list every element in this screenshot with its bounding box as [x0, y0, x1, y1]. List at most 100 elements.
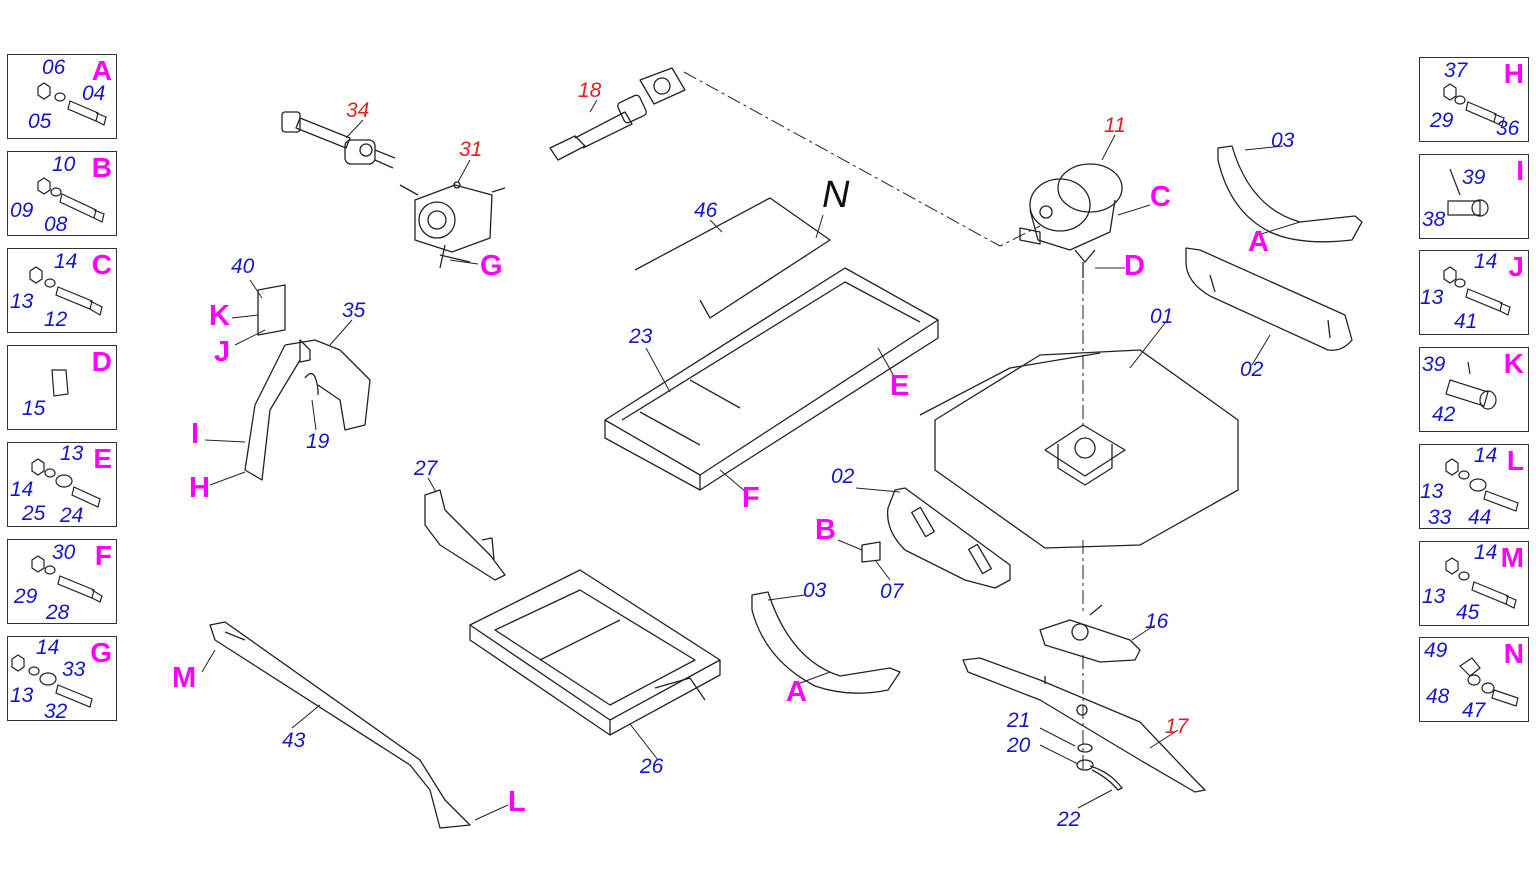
part-label: 14: [10, 478, 34, 501]
part-label: 39: [1462, 166, 1486, 189]
part-label-01: 01: [1150, 305, 1174, 328]
skid-03-lower: [751, 591, 901, 694]
part-label: 14: [1474, 250, 1498, 273]
callout-a: A: [1248, 226, 1269, 258]
part-label: 36: [1496, 117, 1520, 140]
callout-e: E: [890, 370, 910, 402]
part-label: 32: [44, 700, 68, 723]
part-label: 41: [1454, 310, 1478, 333]
legend-box-g: G 14 33 13 32: [7, 636, 117, 723]
legend-letter-a: A: [91, 55, 112, 86]
bar-43: [209, 621, 471, 829]
legend-box-j: J 14 13 41: [1419, 250, 1529, 335]
part-label: 38: [1422, 208, 1446, 231]
skid-03-right: [1217, 145, 1363, 243]
legend-box-m: M 14 13 45: [1419, 541, 1529, 626]
callout-b: B: [815, 514, 836, 546]
part-label-26: 26: [640, 755, 664, 778]
part-label: 13: [60, 442, 84, 465]
part-label-31: 31: [459, 138, 483, 161]
part-label: 14: [54, 250, 78, 273]
part-label-35: 35: [342, 299, 366, 322]
part-label-02: 02: [1240, 358, 1264, 381]
part-label: 44: [1468, 506, 1492, 529]
legend-box-i: I 39 38: [1419, 154, 1529, 239]
leader-lines: [201, 99, 1301, 821]
legend-letter-l: L: [1506, 445, 1524, 476]
callout-h: H: [189, 472, 210, 504]
callout-l: L: [508, 786, 526, 818]
part-label-17: 17: [1165, 715, 1189, 738]
part-label: 13: [1420, 286, 1444, 309]
callout-i: I: [191, 418, 200, 450]
part-label-23: 23: [629, 325, 653, 348]
legend-box-b: B 10 09 08: [7, 151, 117, 236]
hitch-35: [244, 284, 371, 481]
gearbox-31: [399, 181, 506, 269]
assembly-lines: [683, 71, 1084, 770]
legend-letter-f: F: [94, 540, 112, 571]
part-label: 29: [1430, 109, 1454, 132]
part-label: 14: [1474, 541, 1498, 564]
part-label: 33: [1428, 506, 1452, 529]
part-label-16: 16: [1145, 610, 1169, 633]
part-label: 10: [52, 153, 76, 176]
part-label-03: 03: [1271, 129, 1295, 152]
part-label-46: 46: [694, 199, 718, 222]
legend-box-d: D 15: [7, 345, 117, 430]
part-label-11: 11: [1104, 114, 1126, 137]
legend-box-e: E 13 14 25 24: [7, 442, 117, 527]
part-label-34: 34: [346, 99, 370, 122]
callout-a: A: [786, 676, 807, 708]
callout-c: C: [1150, 181, 1171, 213]
part-label: 13: [1422, 585, 1446, 608]
hardware-20-22: [1076, 743, 1123, 791]
callout-d: D: [1124, 250, 1145, 282]
legend-letter-i: I: [1516, 155, 1524, 186]
clip-07: [861, 541, 881, 563]
part-label-07: 07: [880, 580, 904, 603]
legend-letter-h: H: [1503, 58, 1524, 89]
part-label: 45: [1456, 601, 1480, 624]
part-label-40: 40: [231, 255, 255, 278]
part-label-19: 19: [306, 430, 330, 453]
part-label: 13: [10, 290, 34, 313]
part-label: 14: [1474, 444, 1498, 467]
deflector-46: [634, 197, 831, 319]
legend-box-a: A 06 04 05: [7, 54, 117, 139]
legend-box-f: F 30 29 28: [7, 539, 117, 624]
part-label: 47: [1462, 699, 1486, 722]
part-label: 08: [44, 213, 68, 236]
part-label-27: 27: [414, 457, 438, 480]
part-label: 30: [52, 541, 76, 564]
part-label-20: 20: [1007, 734, 1031, 757]
callout-g: G: [480, 250, 503, 282]
legend-letter-j: J: [1508, 251, 1524, 282]
legend-letter-c: C: [91, 249, 112, 280]
legend-letter-n: N: [1503, 638, 1524, 669]
legend-letter-e: E: [93, 443, 112, 474]
part-label: 25: [22, 502, 46, 525]
part-label: 12: [44, 308, 68, 331]
callout-j: J: [214, 336, 231, 368]
part-label: 48: [1426, 685, 1450, 708]
callout-m: M: [172, 662, 197, 694]
blade-17: [962, 657, 1206, 793]
legend-letter-b: B: [91, 152, 112, 183]
frame-26: [469, 569, 721, 736]
part-label: 13: [10, 684, 34, 707]
part-label-21: 21: [1007, 709, 1031, 732]
part-label: 42: [1432, 403, 1456, 426]
legend-box-c: C 14 13 12: [7, 248, 117, 333]
legend-box-k: K 39 42: [1419, 347, 1529, 432]
callout-f: F: [742, 482, 760, 514]
part-label: 28: [46, 601, 70, 624]
legend-letter-k: K: [1503, 348, 1524, 379]
blade-holder-16: [1039, 604, 1141, 663]
gearbox-11: [1019, 163, 1123, 278]
part-label-22: 22: [1057, 808, 1081, 831]
part-label: 13: [1420, 480, 1444, 503]
legend-letter-m: M: [1500, 542, 1524, 573]
part-label-03: 03: [803, 579, 827, 602]
